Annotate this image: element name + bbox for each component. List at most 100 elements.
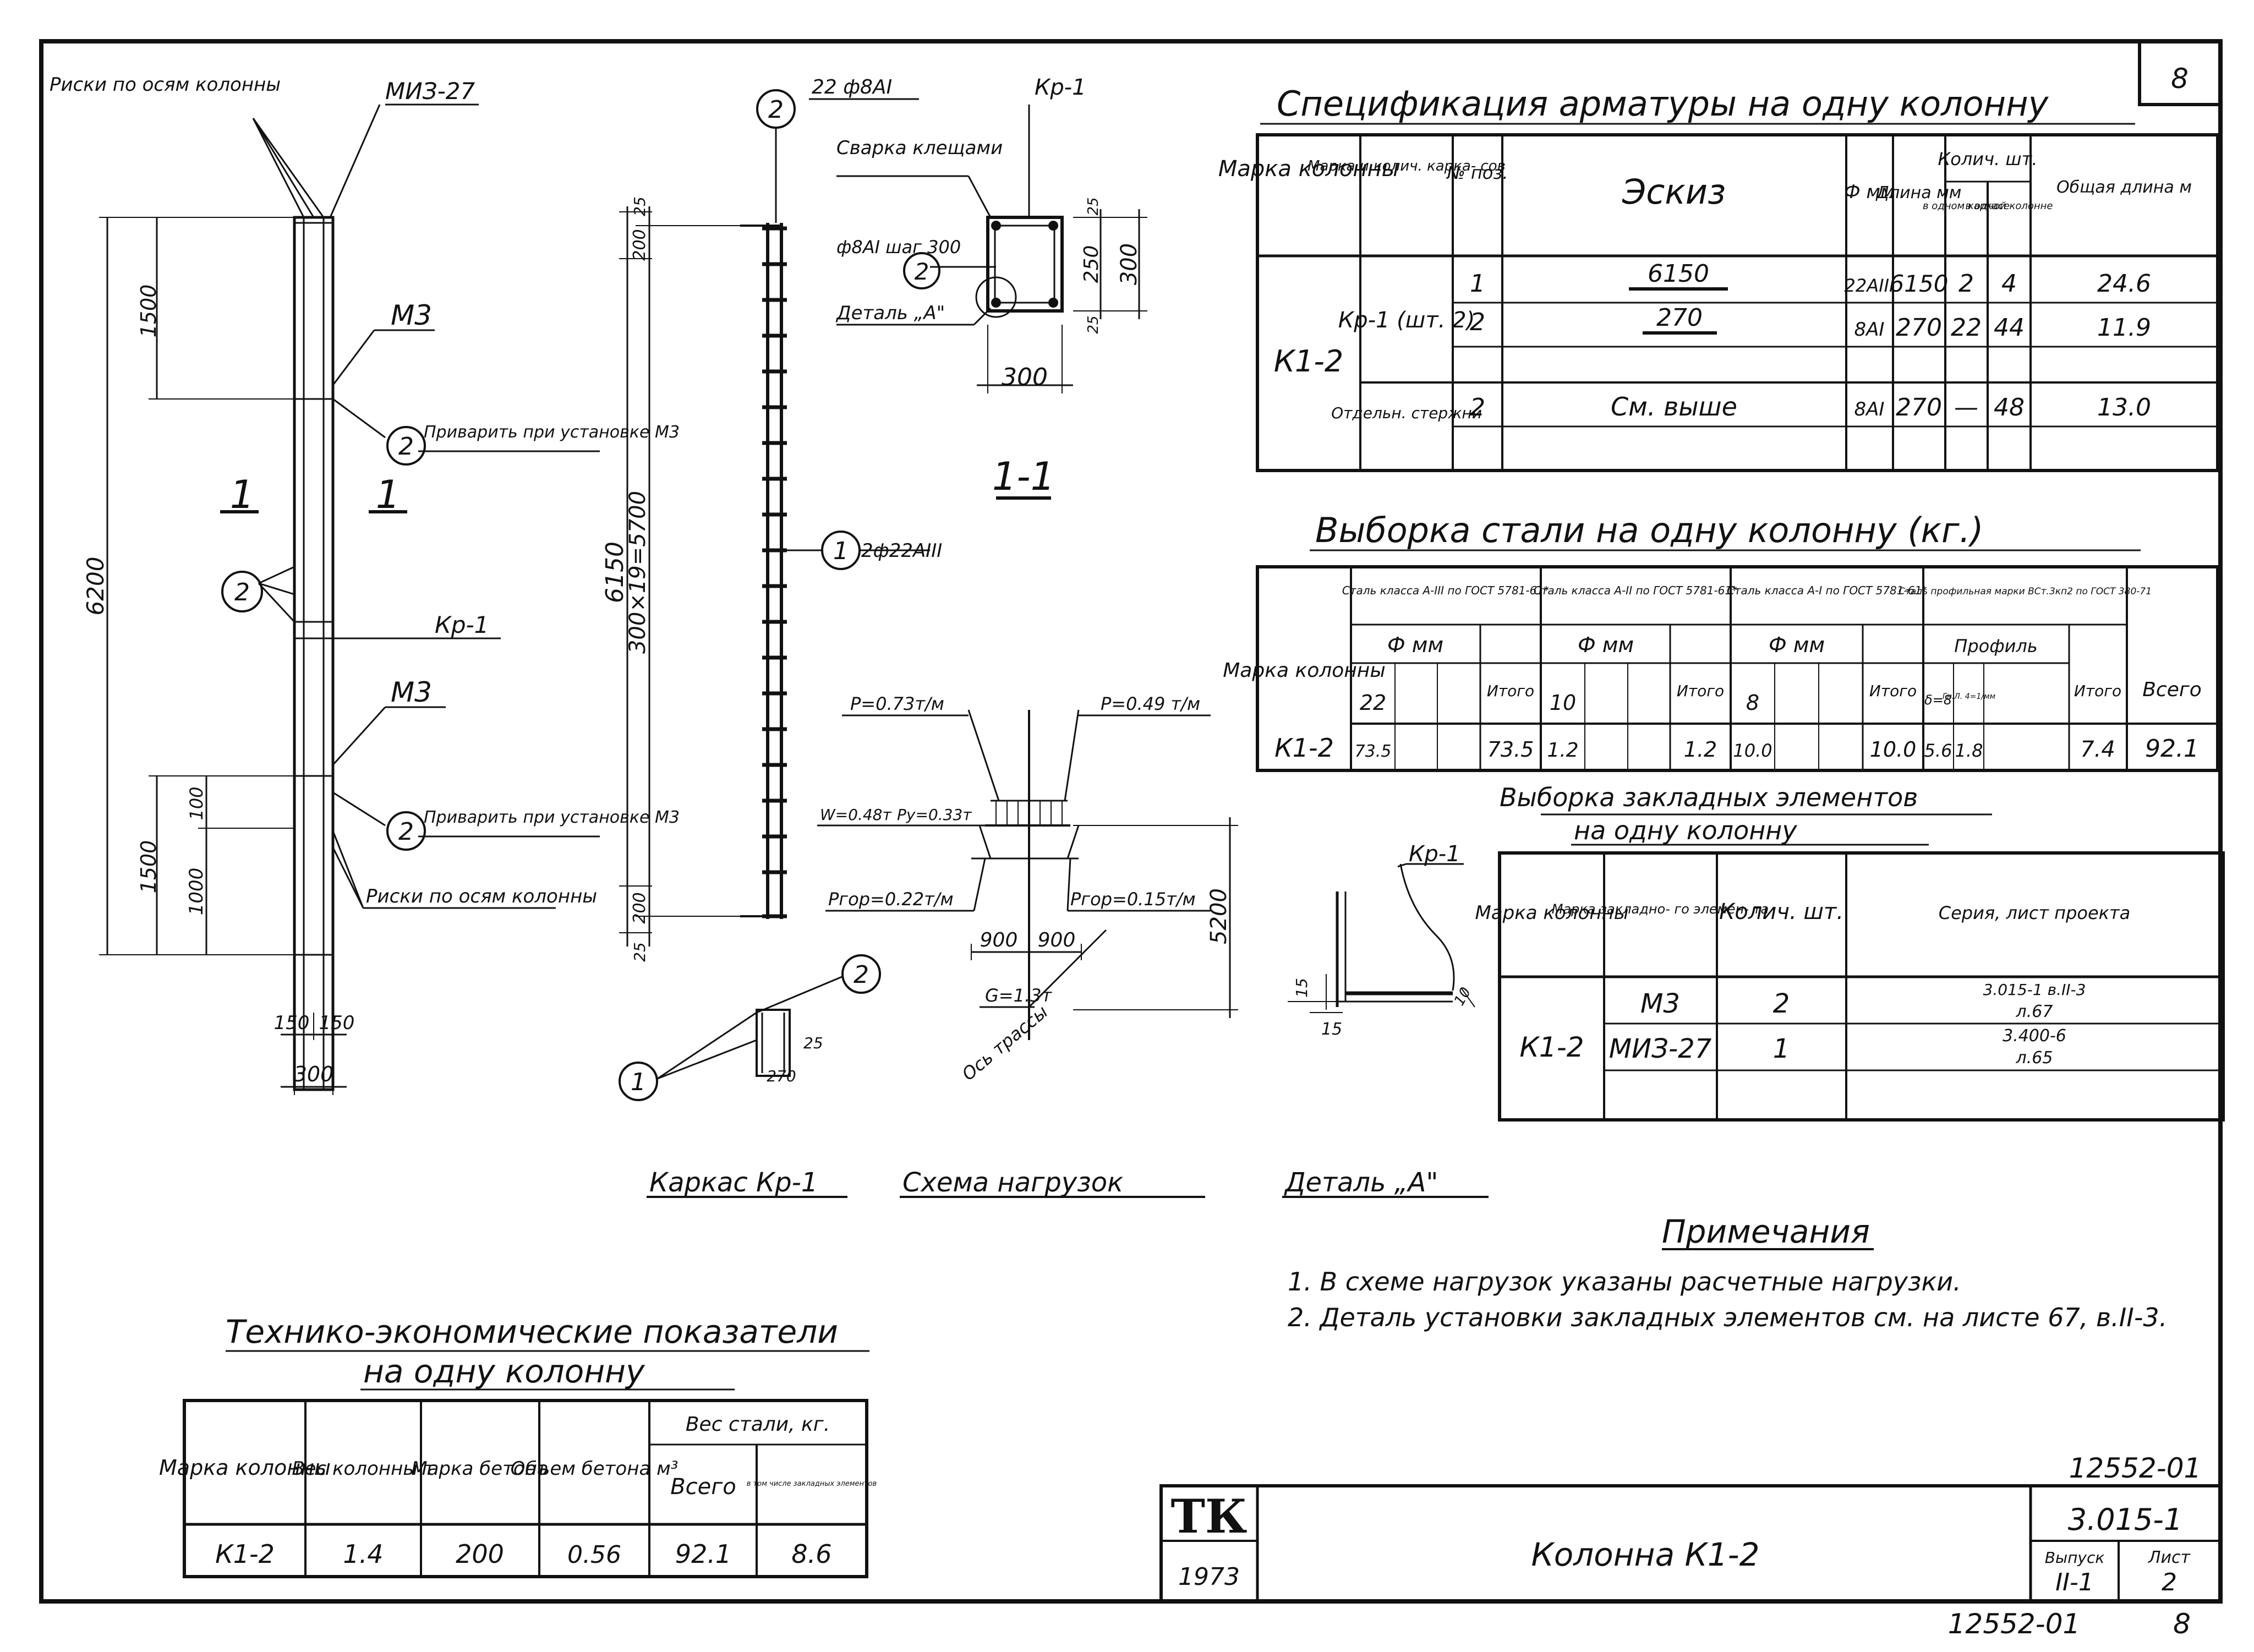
sheet-number-corner: 8 <box>2171 63 2189 95</box>
tb-year: 1973 <box>1178 1563 1240 1591</box>
archive-number-top: 12552-01 <box>2069 1452 2202 1484</box>
detail-dim-10: 10 <box>1451 984 1475 1009</box>
elev-dim-1500-bottom: 1500 <box>136 840 161 894</box>
steel-v22: 73.5 <box>1355 742 1392 761</box>
steel-h-fmm-1: Ф мм <box>1387 633 1443 657</box>
elev-weld-upper: Приварить при установке М3 <box>424 423 680 442</box>
load-title: Схема нагрузок <box>902 1167 1123 1198</box>
steel-p8: δ=8 <box>1924 692 1952 708</box>
elev-dim-150-left: 150 <box>274 1012 310 1034</box>
tech-h-mark: Марка колонны <box>159 1456 331 1480</box>
cage-dim-6150: 6150 <box>601 541 629 603</box>
steel-table-grid <box>1256 549 2219 772</box>
elev-callout-2-lower: 2 <box>398 818 414 846</box>
steel-h-cls3: Сталь класса А-III по ГОСТ 5781-61* <box>1342 584 1549 597</box>
embed-r1-series1: 3.015-1 в.II-3 <box>1983 981 2086 999</box>
steel-title: Выборка стали на одну колонну (кг.) <box>1315 510 1983 550</box>
embed-title2: на одну колонну <box>1574 816 1797 845</box>
steel-h-itogo-3: Итого <box>1869 682 1917 700</box>
section-callout-2: 2 <box>915 258 929 285</box>
spec-r2-total: 11.9 <box>2097 314 2151 342</box>
steel-t4: 7.4 <box>2080 737 2115 762</box>
tech-weight: 1.4 <box>343 1539 383 1569</box>
spec-r1-q1: 2 <box>1958 270 1974 298</box>
spec-r1-pos: 1 <box>1470 270 1485 298</box>
spec-r1-sketch: 6150 <box>1648 260 1709 288</box>
steel-h-vsego: Всего <box>2142 679 2202 701</box>
cage-bar-22: 22 ф8АI <box>812 76 892 99</box>
elev-risks-top: Риски по осям колонны <box>50 74 281 96</box>
cage-title: Каркас Кр-1 <box>649 1167 818 1198</box>
embed-h-mark: Марка колонны <box>1475 902 1628 924</box>
detail-dim-15-bottom: 15 <box>1321 1020 1342 1039</box>
notes-line-1: 1. В схеме нагрузок указаны расчетные на… <box>1288 1267 1961 1297</box>
spec-h-len: Длина мм <box>1875 183 1962 203</box>
spec-r1-dia: 22АIII <box>1845 275 1895 296</box>
spec-r3-len: 270 <box>1896 393 1942 422</box>
tb-list: 2 <box>2162 1568 2177 1596</box>
elev-risks-bottom: Риски по осям колонны <box>366 885 597 907</box>
steel-h-itogo-2: Итого <box>1677 682 1724 700</box>
embed-h-qty: Колич. шт. <box>1719 899 1843 925</box>
section-dim-250: 250 <box>1080 245 1103 283</box>
detail-dim-15-left: 15 <box>1293 978 1311 998</box>
steel-h-profile: Профиль <box>1954 636 2037 657</box>
cage-dim-25-bottom: 25 <box>631 942 649 962</box>
steel-t3: 10.0 <box>1870 737 1917 762</box>
steel-total: 92.1 <box>2145 735 2199 763</box>
elev-m3-upper: М3 <box>391 299 432 331</box>
elev-kr1-label: Кр-1 <box>435 611 489 638</box>
elev-m3-lower: М3 <box>391 676 432 708</box>
load-w: W=0.48т <box>820 806 891 824</box>
cage-callout-2-detail: 2 <box>854 961 869 989</box>
spec-h-sketch: Эскиз <box>1622 172 1726 212</box>
load-g: G=1.3т <box>985 985 1053 1006</box>
steel-d10: 10 <box>1550 691 1576 715</box>
tech-h-weight: Вес колонны т <box>292 1458 435 1480</box>
tech-h-total: Всего <box>670 1474 736 1500</box>
spec-h-dia: Ф мм <box>1844 181 1894 203</box>
load-phor-right: Pгор=0.15т/м <box>1070 889 1196 910</box>
steel-mark: К1-2 <box>1274 733 1334 763</box>
embed-mark: К1-2 <box>1519 1031 1584 1063</box>
elev-callout-2-upper: 2 <box>398 433 414 461</box>
spec-table-grid <box>1256 123 2219 472</box>
tech-volume: 0.56 <box>567 1541 621 1569</box>
embed-h-series: Серия, лист проекта <box>1939 902 2130 923</box>
spec-h-total: Общая длина м <box>2056 178 2192 197</box>
spec-cage: Кр-1 (шт. 2) <box>1338 308 1475 333</box>
spec-r1-q2: 4 <box>2001 270 2017 298</box>
steel-h-fmm-2: Ф мм <box>1578 633 1634 657</box>
spec-r2-q1: 22 <box>1951 314 1982 342</box>
spec-r3-pos: 2 <box>1470 393 1485 422</box>
section-title: 1-1 <box>992 454 1055 499</box>
load-phor-left: Pгор=0.22т/м <box>828 889 954 910</box>
spec-h-qty: Колич. шт. <box>1938 149 2038 169</box>
steel-vp1: 5.6 <box>1924 740 1952 761</box>
steel-h-itogo-4: Итого <box>2074 682 2121 700</box>
steel-t2: 1.2 <box>1684 737 1717 762</box>
tb-vypusk: II-1 <box>2055 1568 2094 1596</box>
tech-h-steel: Вес стали, кг. <box>686 1413 830 1436</box>
load-dim-900-left: 900 <box>980 929 1018 951</box>
spec-r3-q1: — <box>1954 393 1978 422</box>
tech-steel-embed: 8.6 <box>791 1539 831 1569</box>
spec-h-mark-col: Марка колонны <box>1218 156 1399 182</box>
tech-concrete: 200 <box>456 1539 504 1569</box>
section-bar-label: ф8АI шаг 300 <box>836 237 961 258</box>
steel-v8: 10.0 <box>1733 740 1772 761</box>
spec-r2-len: 270 <box>1896 314 1942 342</box>
cage-dim-25-detail: 25 <box>803 1034 823 1052</box>
embed-r2-qty: 1 <box>1773 1033 1790 1064</box>
section-dim-25-b: 25 <box>1085 315 1102 333</box>
cage-dim-270: 270 <box>767 1067 796 1085</box>
spec-h-qty-one: в одном каркасе <box>1923 200 2010 212</box>
tech-h-concrete: Марка бетона <box>411 1458 549 1480</box>
steel-h-cls2: Сталь класса А-II по ГОСТ 5781-61* <box>1534 584 1737 597</box>
archive-number-bottom: 12552-01 <box>1948 1608 2081 1640</box>
spec-r3-sketch: См. выше <box>1611 392 1737 422</box>
embed-title1: Выборка закладных элементов <box>1500 783 1918 812</box>
section-dim-300-bottom: 300 <box>1002 363 1048 391</box>
tb-vypusk-label: Выпуск <box>2045 1549 2105 1567</box>
